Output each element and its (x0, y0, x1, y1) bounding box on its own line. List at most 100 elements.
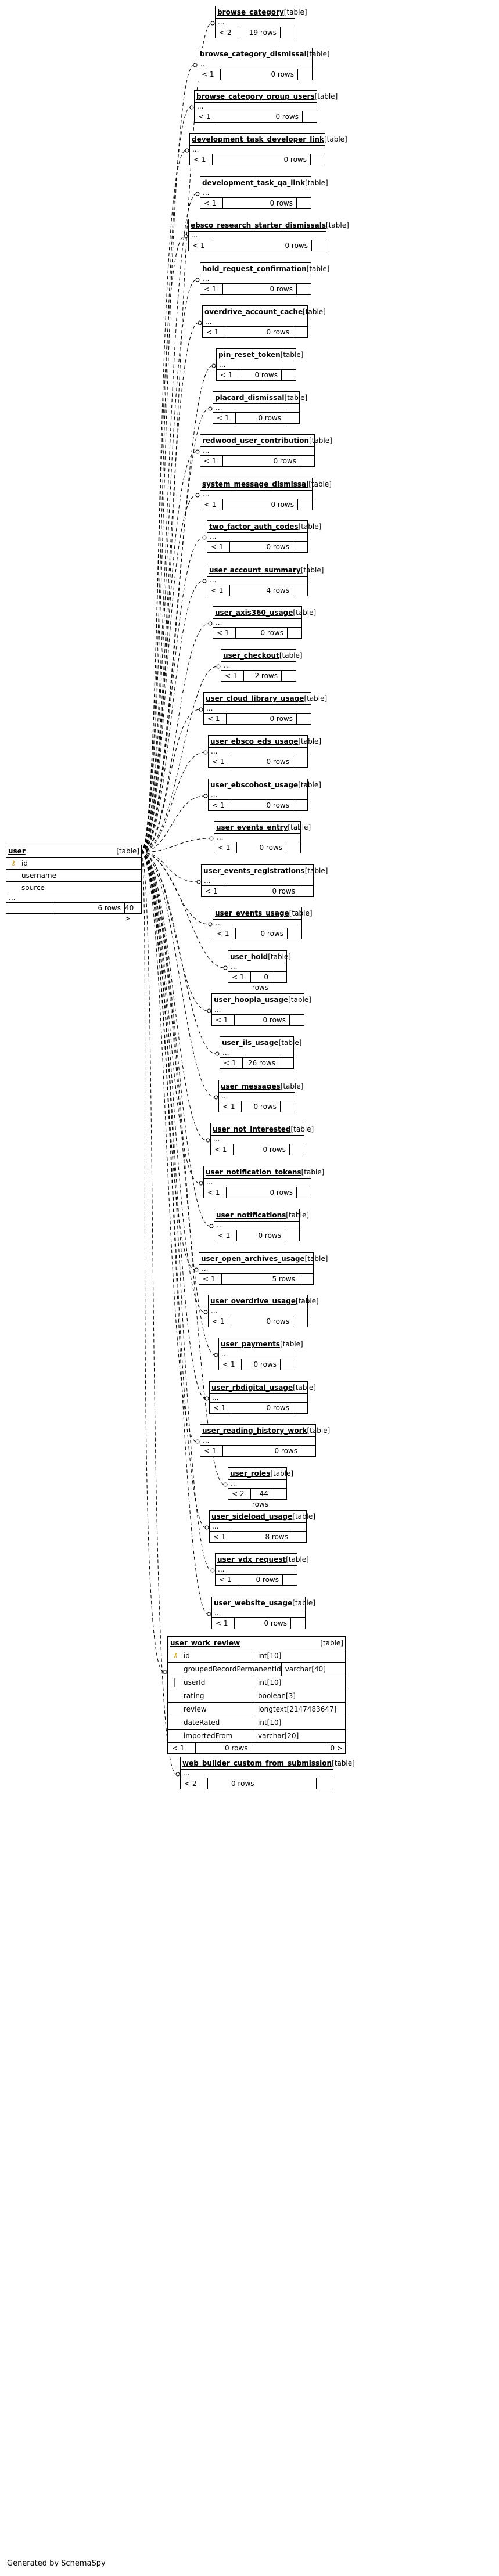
parents-count[interactable]: < 1 (216, 1575, 238, 1585)
table-name[interactable]: browse_category_dismissal (200, 50, 307, 58)
parents-count[interactable]: < 1 (217, 370, 239, 380)
table-name[interactable]: user_roles (230, 1469, 271, 1478)
table-name[interactable]: user_overdrive_usage (210, 1297, 296, 1305)
table-name[interactable]: user_website_usage (214, 1599, 293, 1607)
table-name[interactable]: user (8, 847, 26, 855)
parents-count[interactable]: < 1 (213, 628, 236, 638)
parents-count[interactable]: < 1 (207, 585, 230, 596)
parents-count[interactable]: < 1 (190, 154, 213, 165)
parents-count[interactable]: < 1 (204, 1187, 227, 1198)
table-name[interactable]: user_not_interested (213, 1125, 291, 1133)
table-name[interactable]: user_sideload_usage (211, 1512, 293, 1521)
table-name[interactable]: user_notifications (216, 1211, 286, 1219)
table-name[interactable]: browse_category (217, 8, 284, 16)
parents-count[interactable]: < 1 (207, 542, 230, 552)
parents-count[interactable]: < 1 (219, 1101, 242, 1112)
parents-count[interactable]: < 1 (210, 1532, 232, 1542)
children-count[interactable]: 40 > (125, 904, 134, 923)
parents-count[interactable]: < 1 (211, 1144, 234, 1155)
parents-count[interactable]: < 1 (219, 1359, 242, 1370)
table-name[interactable]: user_rbdigital_usage (211, 1384, 293, 1392)
parents-count[interactable]: < 1 (200, 456, 223, 466)
parents-count[interactable]: < 1 (213, 413, 236, 423)
parents-count[interactable]: < 1 (200, 1446, 223, 1456)
parents-count[interactable]: < 1 (200, 499, 223, 510)
table-name[interactable]: user_work_review (170, 1639, 240, 1647)
table-name[interactable]: development_task_qa_link (202, 179, 305, 187)
table-name[interactable]: pin_reset_token (218, 351, 281, 359)
parents-count[interactable]: < 2 (228, 1489, 251, 1499)
parents-count[interactable]: < 1 (221, 671, 244, 681)
table-name[interactable]: user_hoopla_usage (214, 996, 289, 1004)
table-name[interactable]: ebsco_research_starter_dismissals (191, 221, 326, 229)
table-name[interactable]: placard_dismissal (215, 394, 285, 402)
table-name[interactable]: user_vdx_request (217, 1555, 286, 1563)
parents-count[interactable]: < 2 (181, 1778, 208, 1789)
table-name[interactable]: user_notification_tokens (206, 1168, 301, 1176)
table-name[interactable]: user_ebsco_eds_usage (210, 737, 299, 745)
parents-count[interactable]: < 1 (214, 842, 237, 853)
parents-count[interactable]: < 1 (212, 1618, 235, 1629)
parents-count[interactable]: < 1 (209, 1316, 231, 1327)
table-name[interactable]: user_axis360_usage (215, 608, 293, 617)
web-builder-table[interactable]: web_builder_custom_from_submission [tabl… (180, 1757, 355, 1789)
table-name[interactable]: web_builder_custom_from_submission (182, 1759, 332, 1767)
parents-count[interactable]: < 1 (200, 284, 223, 294)
parents-count[interactable]: < 1 (214, 1230, 237, 1241)
parents-count[interactable]: < 1 (202, 886, 224, 896)
parents-count[interactable]: < 1 (168, 1743, 196, 1753)
table-name[interactable]: system_message_dismissal (202, 480, 309, 488)
table-name[interactable]: user_checkout (223, 651, 279, 660)
table-name[interactable]: user_events_usage (215, 909, 289, 917)
table-ebsco-research-starter-dismissals[interactable]: ebsco_research_starter_dismissals[table]… (188, 219, 349, 251)
parents-count[interactable]: < 1 (212, 1015, 235, 1025)
parents-count[interactable]: < 1 (198, 69, 221, 80)
table-name[interactable]: browse_category_group_users (196, 92, 315, 100)
parents-count[interactable]: < 1 (195, 111, 217, 122)
table-name[interactable]: user_ils_usage (222, 1039, 279, 1047)
table-name[interactable]: user_ebscohost_usage (210, 781, 299, 789)
table-browse-category-group-users[interactable]: browse_category_group_users[table]...< 1… (194, 90, 338, 123)
parents-count[interactable]: < 1 (200, 198, 223, 208)
parents-count[interactable]: < 1 (228, 972, 251, 982)
table-name[interactable]: overdrive_account_cache (204, 308, 303, 316)
parents-count[interactable]: < 1 (203, 327, 225, 337)
table-development-task-developer-link[interactable]: development_task_developer_link[table]..… (189, 133, 347, 165)
table-name[interactable]: user_payments (221, 1340, 280, 1348)
parents-count[interactable]: < 1 (189, 240, 211, 251)
table-name[interactable]: hold_request_confirmation (202, 265, 307, 273)
user-table[interactable]: user [table] ⚷id username source ... 6 r… (6, 845, 142, 923)
table-name[interactable]: user_messages (221, 1082, 281, 1090)
parents-count[interactable]: < 1 (220, 1058, 243, 1068)
table-name[interactable]: user_reading_history_work (202, 1426, 307, 1435)
